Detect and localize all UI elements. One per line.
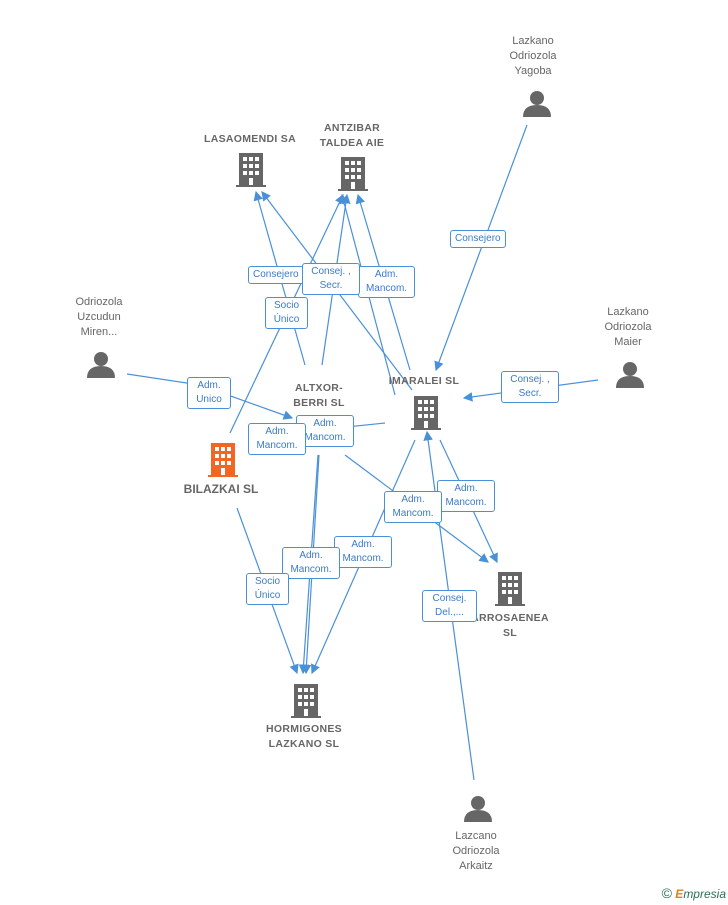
edge-label-adm-mancom[interactable]: Adm. Mancom. — [334, 536, 392, 568]
building-icon[interactable] — [236, 153, 266, 187]
node-label-bilazkai[interactable]: BILAZKAI SL — [183, 482, 259, 496]
edge-label-socio-unico[interactable]: Socio Único — [246, 573, 289, 605]
copyright-icon: © — [661, 885, 672, 901]
brand-initial: E — [675, 887, 684, 901]
node-label-altxor[interactable]: ALTXOR- BERRI SL — [293, 382, 345, 409]
edge-label-consejero[interactable]: Consejero — [248, 266, 304, 284]
person-icon[interactable] — [523, 91, 551, 117]
edge-label-adm-mancom[interactable]: Adm. Mancom. — [358, 266, 415, 298]
edge-label-adm-mancom[interactable]: Adm. Mancom. — [282, 547, 340, 579]
edge-label-adm-mancom[interactable]: Adm. Mancom. — [384, 491, 442, 523]
node-label-lazkano-yagoba[interactable]: Lazkano Odriozola Yagoba — [509, 35, 557, 77]
person-icon[interactable] — [616, 362, 644, 388]
person-icon[interactable] — [87, 352, 115, 378]
node-label-imaralei[interactable]: IMARALEI SL — [388, 375, 460, 387]
node-label-odriozola-miren[interactable]: Odriozola Uzcudun Miren... — [75, 296, 123, 338]
building-icon[interactable] — [291, 684, 321, 718]
edge-label-adm-unico[interactable]: Adm. Unico — [187, 377, 231, 409]
brand-name: mpresia — [683, 887, 726, 901]
edge-label-consej-del[interactable]: Consej. Del.,... — [422, 590, 477, 622]
edge-label-socio-unico[interactable]: Socio Único — [265, 297, 308, 329]
node-label-lazcano-arkaitz[interactable]: Lazcano Odriozola Arkaitz — [452, 830, 500, 872]
person-icon[interactable] — [464, 796, 492, 822]
brand-watermark: © Empresia — [662, 885, 726, 901]
edge-label-consej-secr[interactable]: Consej. , Secr. — [302, 263, 360, 295]
edge-label-consej-secr[interactable]: Consej. , Secr. — [501, 371, 559, 403]
edge-label-adm-mancom[interactable]: Adm. Mancom. — [437, 480, 495, 512]
edge-label-adm-mancom[interactable]: Adm. Mancom. — [248, 423, 306, 455]
node-label-antzibar[interactable]: ANTZIBAR TALDEA AIE — [319, 122, 385, 149]
node-label-hormigones[interactable]: HORMIGONES LAZKANO SL — [266, 723, 342, 750]
edges — [126, 124, 599, 781]
node-label-arrosaenea[interactable]: ARROSAENEA SL — [471, 612, 549, 639]
edge-label-consejero[interactable]: Consejero — [450, 230, 506, 248]
building-icon[interactable] — [338, 157, 368, 191]
building-icon[interactable] — [411, 396, 441, 430]
building-icon[interactable] — [495, 572, 525, 606]
node-label-lasaomendi[interactable]: LASAOMENDI SA — [204, 133, 296, 145]
building-icon-highlight[interactable] — [208, 443, 238, 477]
node-label-lazkano-maier[interactable]: Lazkano Odriozola Maier — [604, 306, 652, 348]
